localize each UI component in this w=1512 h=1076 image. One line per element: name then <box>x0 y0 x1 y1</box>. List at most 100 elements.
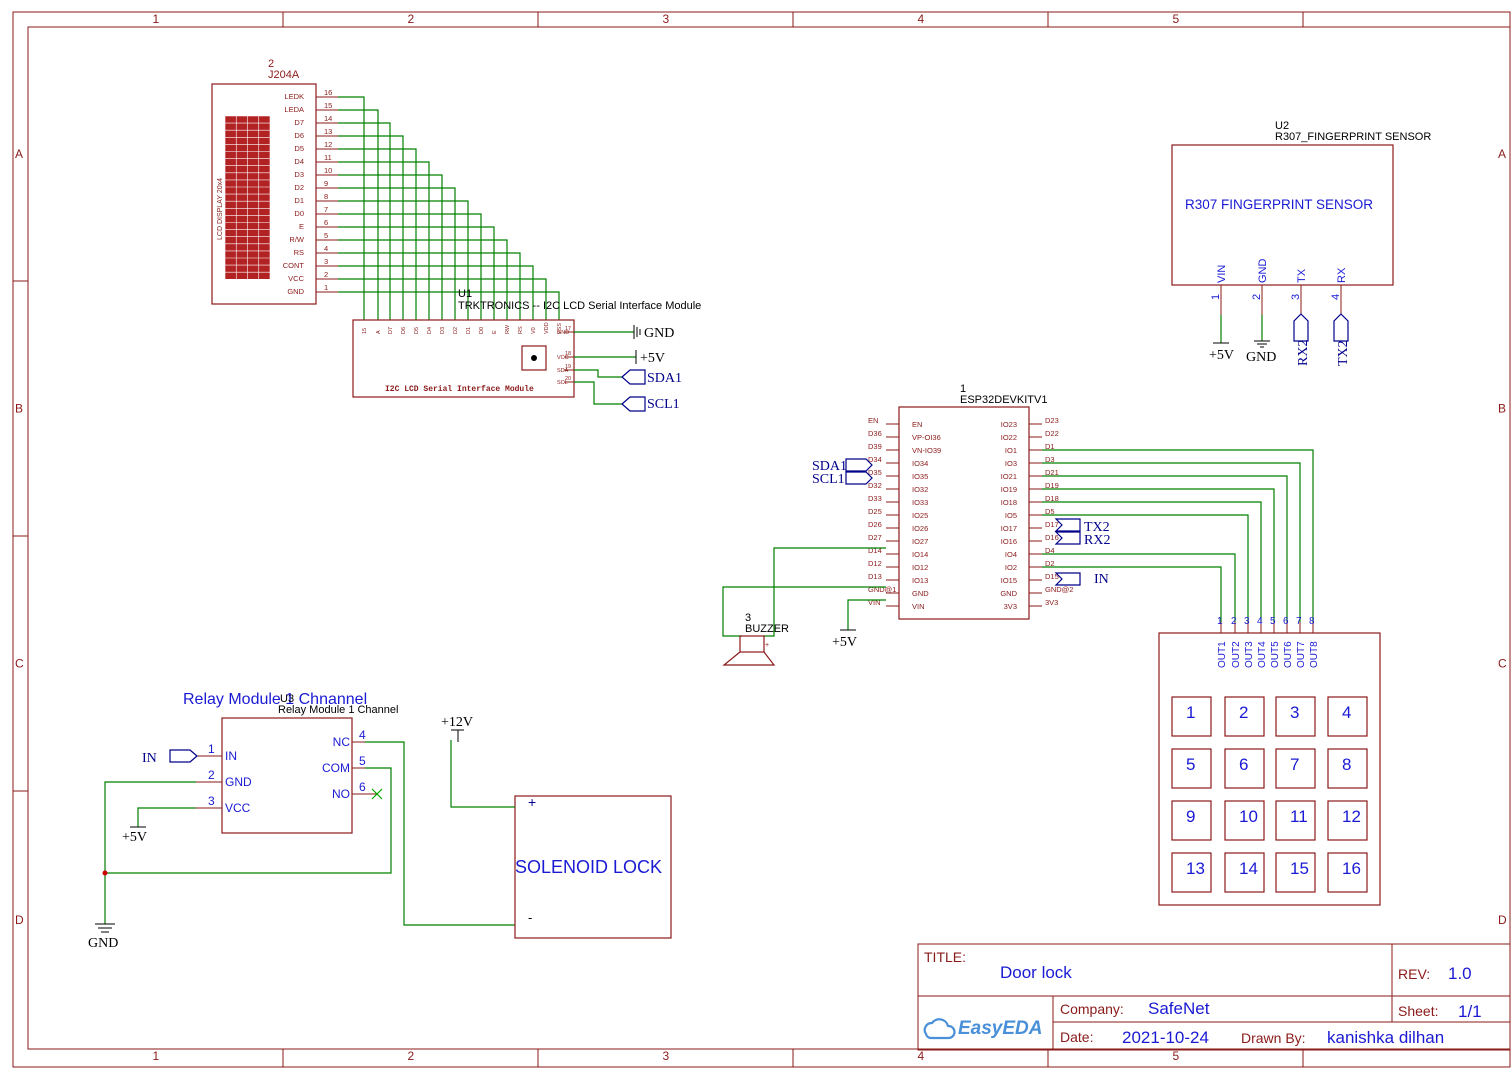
lcd-pin-number: 11 <box>324 153 332 162</box>
lcd-pin-name: D4 <box>294 157 304 166</box>
esp-left-pin-name: EN <box>912 420 922 429</box>
keypad-key[interactable] <box>1275 696 1316 737</box>
i2c-top-pin-label: D5 <box>414 327 420 334</box>
zone-col-label: 5 <box>1173 12 1180 26</box>
buzzer[interactable]: 3 BUZZER + <box>722 612 789 666</box>
keypad-key-label: 10 <box>1239 807 1258 826</box>
keypad-key[interactable] <box>1327 800 1368 841</box>
keypad-key[interactable] <box>1224 696 1265 737</box>
fp-gnd-net: GND <box>1246 350 1276 365</box>
keypad-pin-number: 1 <box>1217 616 1223 627</box>
keypad-key[interactable] <box>1171 748 1212 789</box>
esp-left-pin-name: IO34 <box>912 459 928 468</box>
keypad-key-label: 14 <box>1239 859 1258 878</box>
esp-left-pin-name: IO35 <box>912 472 928 481</box>
solenoid-plus: + <box>528 794 536 810</box>
esp-right-pin-name: IO17 <box>1001 524 1017 533</box>
keypad-key-label: 15 <box>1290 859 1309 878</box>
esp-to-keypad-wires <box>1042 449 1314 622</box>
keypad-key[interactable] <box>1327 852 1368 893</box>
esp-left-ext-label: VIN <box>868 598 881 607</box>
lcd-pin-name: RS <box>294 248 304 257</box>
keypad-key[interactable] <box>1275 800 1316 841</box>
potentiometer-icon <box>531 355 537 361</box>
esp-left-pin-name: VP-OI36 <box>912 433 941 442</box>
relay-left-pin-number: 1 <box>208 742 215 756</box>
lcd-pin-name: D3 <box>294 170 304 179</box>
keypad-key[interactable] <box>1327 696 1368 737</box>
keypad-key[interactable] <box>1224 748 1265 789</box>
esp-right-ext-label: D16 <box>1045 533 1059 542</box>
relay-module[interactable]: Relay Module 1 Chnannel U3 Relay Module … <box>88 691 515 951</box>
keypad-key[interactable] <box>1224 852 1265 893</box>
esp-left-pin-name: IO25 <box>912 511 928 520</box>
esp-right-pin-name: IO18 <box>1001 498 1017 507</box>
fp-pin-name: TX <box>1296 268 1308 283</box>
lcd-pin-number: 9 <box>324 179 328 188</box>
buzzer-designator: 3 <box>745 612 751 624</box>
esp-right-ext-label: GND@2 <box>1045 585 1073 594</box>
i2c-right-pin-number: 18 <box>565 351 571 357</box>
lcd-pin-number: 1 <box>324 283 328 292</box>
keypad-key[interactable] <box>1171 696 1212 737</box>
keypad-pin-number: 2 <box>1231 616 1237 627</box>
relay-left-pin-number: 2 <box>208 768 215 782</box>
lcd-pin-number: 10 <box>324 166 332 175</box>
esp-right-pin-name: IO15 <box>1001 576 1017 585</box>
fp-designator: U2 <box>1275 120 1289 132</box>
relay-in-net: IN <box>142 751 157 766</box>
i2c-top-pin-label: RW <box>505 324 511 334</box>
keypad-key[interactable] <box>1327 748 1368 789</box>
i2c-name: TRKTRONICS -- I2C LCD Serial Interface M… <box>458 300 701 312</box>
esp-left-ext-label: D33 <box>868 494 882 503</box>
esp-right-pin-name: IO16 <box>1001 537 1017 546</box>
esp-left-pin-name: IO12 <box>912 563 928 572</box>
esp-left-pin-name: IO33 <box>912 498 928 507</box>
lcd-pin-name: E <box>299 222 304 231</box>
keypad-key[interactable] <box>1224 800 1265 841</box>
esp-left-pin-name: IO26 <box>912 524 928 533</box>
keypad-key[interactable] <box>1275 748 1316 789</box>
fp-name: R307_FINGERPRINT SENSOR <box>1275 131 1431 143</box>
lcd-screen-grid <box>224 115 271 279</box>
esp-left-pin-name: IO14 <box>912 550 928 559</box>
relay-left-pin-name: GND <box>225 775 252 789</box>
keypad-key-label: 16 <box>1342 859 1361 878</box>
fingerprint-sensor[interactable]: U2 R307_FINGERPRINT SENSOR R307 FINGERPR… <box>1171 120 1431 366</box>
keypad-key-label: 1 <box>1186 703 1195 722</box>
esp-scl-net: SCL1 <box>812 472 845 487</box>
keypad-pin-number: 6 <box>1283 616 1289 627</box>
solenoid-lock[interactable]: SOLENOID LOCK + - +12V <box>441 715 672 939</box>
relay-right-pin-name: NC <box>333 735 351 749</box>
keypad-pin-number: 7 <box>1296 616 1302 627</box>
keypad-pin-number: 8 <box>1309 616 1315 627</box>
lcd-part: J204A <box>268 69 300 81</box>
keypad-4x4[interactable]: 1OUT12OUT23OUT34OUT45OUT56OUT67OUT78OUT8… <box>1158 616 1381 906</box>
i2c-module[interactable]: U1 TRKTRONICS -- I2C LCD Serial Interfac… <box>352 288 701 412</box>
keypad-key-label: 4 <box>1342 703 1351 722</box>
lcd-vertical-label: LCD DISPLAY 20x4 <box>217 178 224 240</box>
i2c-top-pin-label: D4 <box>427 327 433 334</box>
keypad-key-label: 3 <box>1290 703 1299 722</box>
i2c-designator: U1 <box>458 288 472 300</box>
title-block: TITLE: Door lock REV: 1.0 Company: SafeN… <box>917 943 1511 1051</box>
keypad-key[interactable] <box>1171 800 1212 841</box>
keypad-key[interactable] <box>1275 852 1316 893</box>
esp-left-ext-label: D26 <box>868 520 882 529</box>
esp-left-ext-label: D36 <box>868 429 882 438</box>
tb-company: SafeNet <box>1148 999 1210 1018</box>
keypad-key[interactable] <box>1171 852 1212 893</box>
fp-pin-number: 3 <box>1290 294 1302 300</box>
esp-right-pin-name: IO2 <box>1005 563 1017 572</box>
esp-right-pin-name: IO1 <box>1005 446 1017 455</box>
lcd-pin-name: D6 <box>294 131 304 140</box>
lcd-pin-number: 16 <box>324 88 332 97</box>
keypad-pin-name: OUT2 <box>1231 641 1242 668</box>
i2c-body-label: I2C LCD Serial Interface Module <box>385 385 534 394</box>
